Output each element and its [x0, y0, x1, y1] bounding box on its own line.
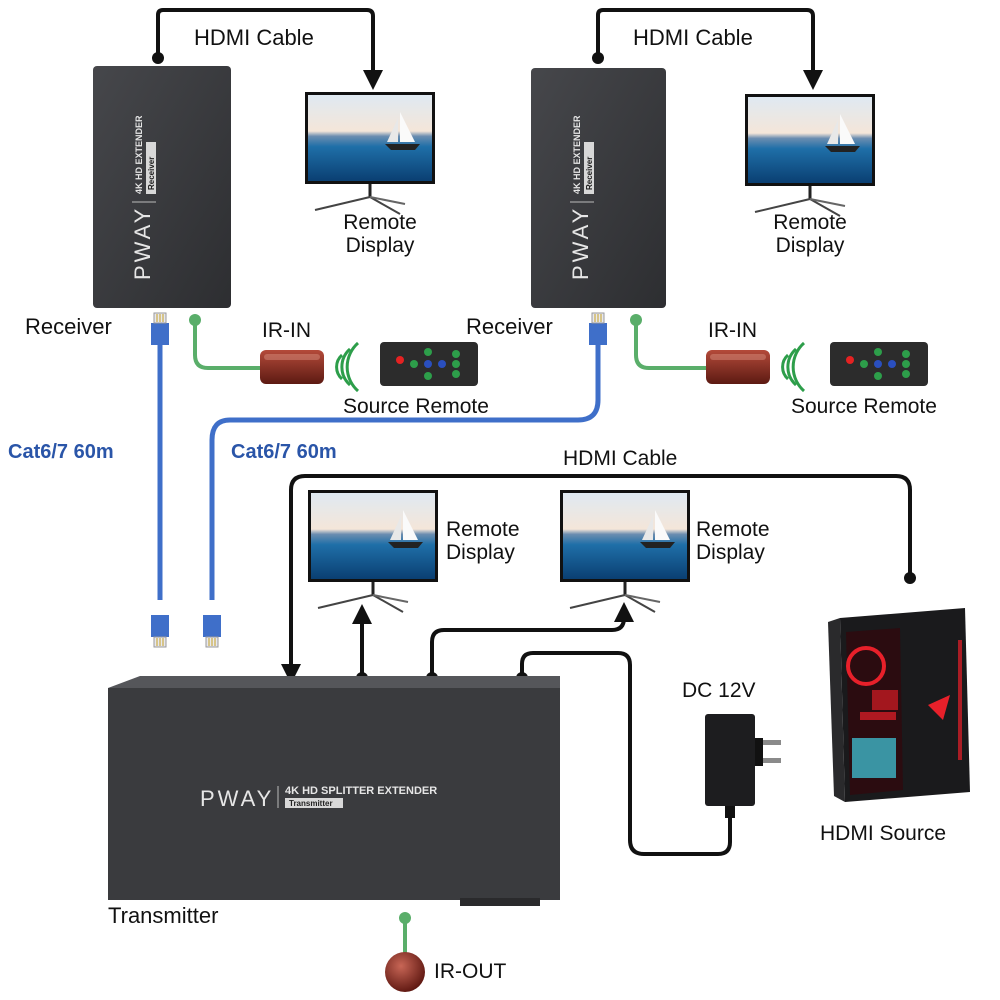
- receiver-2-box: [531, 68, 666, 308]
- transmitter-brand: PWAY: [200, 786, 274, 811]
- transmitter-role: Transmitter: [289, 799, 333, 808]
- receiver-1-display-label-1: Remote: [343, 211, 417, 234]
- receiver-1-role: Receiver: [147, 157, 156, 190]
- receiver-1-box: [93, 66, 231, 308]
- receiver-2-rj45: [588, 312, 608, 346]
- ir-out-emitter: [385, 952, 425, 992]
- hdmi-source-label: HDMI Source: [820, 822, 947, 845]
- receiver-2-brand: PWAY: [568, 206, 593, 280]
- transmitter-rj45-1: [150, 614, 170, 648]
- receiver-1-ir-cable: [193, 320, 262, 370]
- source-remote-2: [830, 342, 928, 386]
- power-cable: [520, 651, 732, 856]
- receiver-1-ir-waves: [335, 341, 360, 393]
- hdmi-source-cable-label: HDMI Cable: [563, 447, 678, 470]
- local-display-2-label-2: Display: [696, 541, 765, 564]
- receiver-2-ir-label: IR-IN: [708, 319, 757, 342]
- transmitter: PWAY 4K HD SPLITTER EXTENDER Transmitter: [108, 676, 560, 906]
- receiver-2-hdmi-label: HDMI Cable: [633, 25, 753, 50]
- receiver-2-display-label-1: Remote: [773, 211, 847, 234]
- receiver-2-hdmi-cable: [596, 8, 823, 90]
- receiver-1-rj45: [150, 312, 170, 346]
- receiver-2-ir-cable: [634, 320, 708, 370]
- receiver-2: PWAY 4K HD EXTENDER Receiver: [531, 68, 666, 308]
- receiver-1-ir-label: IR-IN: [262, 319, 311, 342]
- hdmi-source-cable: [281, 474, 912, 684]
- receiver-2-ir-waves: [781, 341, 806, 393]
- receiver-1-label: Receiver: [25, 314, 112, 339]
- receiver-1-hdmi-cable: [156, 8, 383, 90]
- cat-cable-left-label: Cat6/7 60m: [8, 441, 114, 463]
- power-adapter: [705, 714, 781, 818]
- receiver-1: PWAY 4K HD EXTENDER Receiver: [93, 66, 231, 308]
- cat-cable-right-label: Cat6/7 60m: [231, 441, 337, 463]
- receiver-2-label: Receiver: [466, 314, 553, 339]
- receiver-1-model: 4K HD EXTENDER: [134, 115, 144, 194]
- receiver-2-model: 4K HD EXTENDER: [572, 115, 582, 194]
- receiver-2-role: Receiver: [585, 157, 594, 190]
- source-remote-1: [380, 342, 478, 386]
- receiver-2-ir-receiver: [706, 350, 770, 384]
- hdmi-source-pc: [828, 608, 970, 802]
- local-display-1-label-2: Display: [446, 541, 515, 564]
- power-label: DC 12V: [682, 679, 756, 702]
- source-remote-1-label: Source Remote: [343, 395, 489, 418]
- local-display-1-label-1: Remote: [446, 518, 520, 541]
- receiver-1-hdmi-label: HDMI Cable: [194, 25, 314, 50]
- local-display-2-cable: [430, 602, 634, 678]
- ir-out-label: IR-OUT: [434, 960, 507, 983]
- receiver-2-display: [743, 92, 877, 218]
- transmitter-model: 4K HD SPLITTER EXTENDER: [285, 785, 437, 797]
- receiver-1-ir-receiver: [260, 350, 324, 384]
- transmitter-rj45-2: [202, 614, 222, 648]
- source-remote-2-label: Source Remote: [791, 395, 937, 418]
- receiver-2-display-label-2: Display: [775, 234, 845, 257]
- receiver-1-display: [303, 90, 437, 216]
- local-display-2-label-1: Remote: [696, 518, 770, 541]
- local-display-1: [306, 488, 440, 614]
- receiver-1-display-label-2: Display: [345, 234, 415, 257]
- receiver-1-brand: PWAY: [130, 206, 155, 280]
- cat-cable-right: [209, 345, 601, 600]
- local-display-2: [558, 488, 692, 614]
- transmitter-label: Transmitter: [108, 903, 219, 928]
